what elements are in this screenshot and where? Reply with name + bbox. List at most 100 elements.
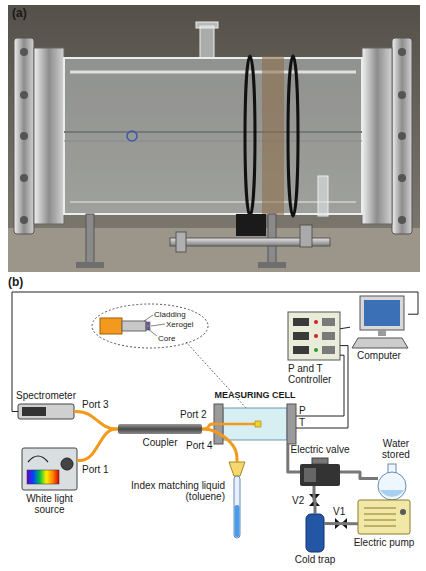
glass-neck [200,26,214,58]
data-cable [340,327,350,329]
controller-button [322,346,335,354]
pump-grille [364,508,396,509]
spectrometer-display [22,407,46,416]
optical-fiber [77,429,118,461]
connector-label: Port 3 [82,399,109,410]
computer-box: Computer [350,296,408,348]
valve-symbol [335,518,347,529]
node-label: Water stored [372,438,420,460]
flask-water [380,490,404,497]
inner-rod [64,131,362,133]
photo-background [8,5,420,272]
bolt [20,132,28,140]
leader-line [151,324,165,326]
valve-body [300,464,340,486]
glass-neck-lip [196,22,218,28]
part-label: Core [158,333,175,344]
connector-label: Port 2 [180,409,207,420]
pump-case [358,500,410,534]
node-label: Index matching liquid (toluene) [131,480,225,502]
sensor-wire [296,346,348,428]
part-label: Cladding [154,309,186,320]
bolt [398,174,406,182]
spectrometer-box: Spectrometer [18,404,74,419]
optical-fiber [74,412,118,430]
controller-button [322,332,335,340]
indicator [314,320,318,324]
funnel [229,462,245,476]
fiber-ferrule [122,321,146,331]
controller-button [322,318,335,326]
connector-label: Port 4 [186,440,213,451]
bolt [20,91,28,99]
stand-foot [258,262,286,268]
leader-line [148,329,157,336]
connector-label: V2 [292,495,304,506]
fiber-connector [100,318,122,334]
monitor-stand [378,330,386,336]
screen [364,300,400,326]
valve-symbol [309,494,320,506]
valve-box: Electric valve [300,458,340,486]
light-source-box: White light source [22,448,77,490]
spectrum [27,470,59,484]
side-tube [318,176,328,216]
pump-grille [364,520,396,521]
clamp [262,56,284,216]
controller-case [288,312,340,360]
glass-cylinder [64,58,362,214]
vacuum-pipe [314,486,315,514]
node-label: Electric valve [285,444,355,455]
part-label: Xerogel [166,319,194,330]
right-flange-ring [362,48,392,224]
toluene-liquid [235,505,240,537]
solenoid-cap [312,458,328,464]
sample-holder [127,131,137,141]
controller-display [293,318,309,326]
bolt [398,132,406,140]
bolt [398,216,406,224]
flask [378,472,406,500]
inner-rod [64,141,362,142]
flask-box: Water stored [378,464,414,500]
controller-display [293,332,309,340]
core-dot [147,323,149,325]
xerogel-layer [146,322,150,330]
panel-label: (a) [12,8,27,19]
bolt [20,216,28,224]
knob [61,458,73,470]
connector-label: P [299,405,306,416]
leader-line [144,315,153,321]
fiber-in-cell [214,423,255,426]
controller-display [293,346,309,354]
indicator [314,334,318,338]
o-ring [288,56,298,216]
valve-coil [304,468,316,482]
lamp-housing [22,448,77,490]
left-flange-ring [34,48,64,224]
sensor-tip [255,421,261,427]
pump-switch [400,509,406,515]
stand-foot [76,262,104,268]
node-label: MEASURING CELL [206,390,304,401]
cell-flange [287,404,296,444]
data-cable [12,292,418,412]
core-dot [147,327,149,329]
fitting [176,232,186,252]
monitor [360,296,404,330]
coupler-box: Coupler [118,424,202,434]
connector-label: V1 [333,506,345,517]
vacuum-pipe [324,522,358,525]
stand [86,214,94,266]
coupler-body [118,424,202,434]
pump-grille [364,526,396,527]
bench-top [8,228,420,272]
node-label: Computer [350,350,408,361]
bolt [398,48,406,56]
vacuum-pipe [340,472,378,478]
connector-label: Port 1 [82,464,109,475]
controller-box: P and T Controller [288,312,340,360]
glass-highlight [70,71,356,74]
node-label: Cold trap [286,554,344,565]
